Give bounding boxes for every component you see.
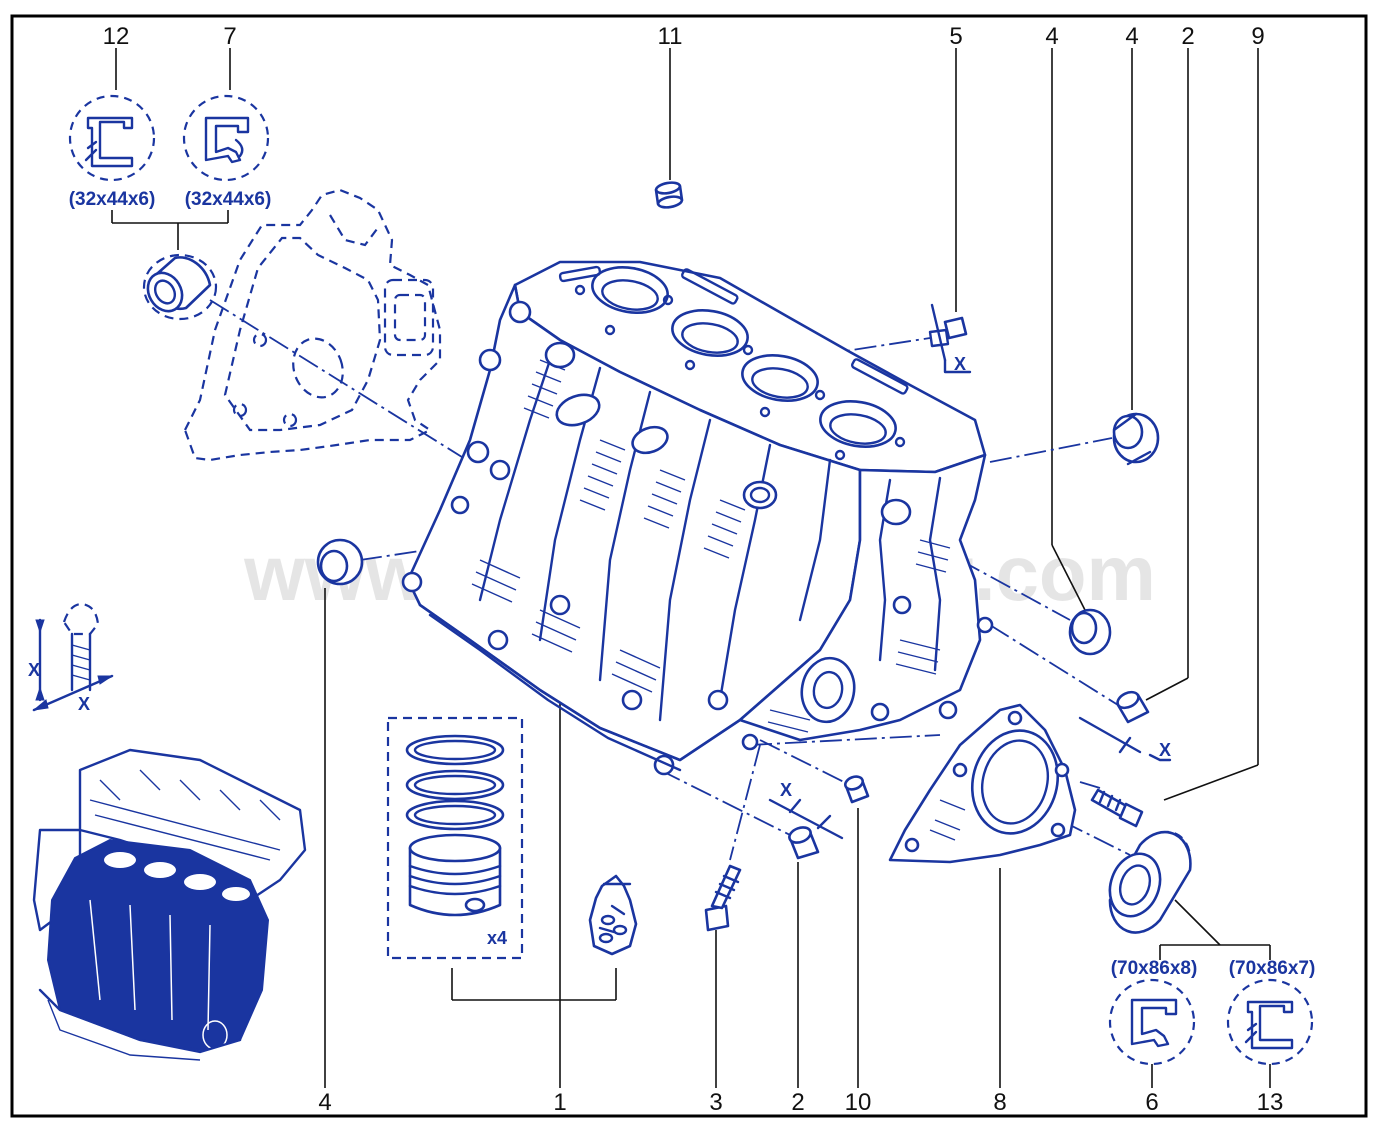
engine-location-thumbnail	[32, 748, 307, 1061]
rear-seal-size-a: (70x86x8)	[1111, 958, 1198, 979]
piston-quantity: x4	[487, 928, 507, 948]
tightening-dimension-icon: X X	[28, 602, 114, 714]
rear-seal-size-b: (70x86x7)	[1229, 958, 1316, 979]
cup-plug-right-mid	[1068, 608, 1112, 656]
front-oil-seal	[142, 253, 218, 321]
oil-gallery-plug: X	[928, 303, 972, 374]
seal-profile-icon-7	[182, 94, 270, 182]
timing-cover-outline	[183, 188, 442, 462]
piston-and-rings-set: x4	[386, 716, 524, 960]
callout-1-bottom: 1	[553, 1089, 566, 1116]
seal-profile-icon-6	[1108, 978, 1196, 1066]
dowel-pin-bottom: X	[768, 780, 844, 860]
core-plug-top	[654, 181, 684, 209]
torque-x-vertical: X	[28, 660, 40, 680]
callout-4-top-a: 4	[1045, 23, 1058, 50]
callout-4-bottom: 4	[318, 1089, 331, 1116]
callout-7-top: 7	[223, 23, 236, 50]
diagram-frame	[10, 14, 1368, 1118]
leader-lines	[111, 48, 1271, 1088]
block-bolt	[704, 864, 742, 932]
callout-10-bottom: 10	[845, 1089, 872, 1116]
front-seal-size-b: (32x44x6)	[185, 189, 272, 210]
callout-6-bottom: 6	[1145, 1089, 1158, 1116]
cup-plug-left	[316, 538, 364, 586]
dowel-right-x-mark: X	[1159, 740, 1171, 760]
callout-4-top-b: 4	[1125, 23, 1138, 50]
dowel-bottom-x-mark: X	[780, 780, 792, 800]
callout-2-bottom: 2	[791, 1089, 804, 1116]
callout-3-bottom: 3	[709, 1089, 722, 1116]
front-seal-size-a: (32x44x6)	[69, 189, 156, 210]
callout-13-bottom: 13	[1257, 1089, 1284, 1116]
seal-profile-icon-13	[1226, 978, 1314, 1066]
callout-8-bottom: 8	[993, 1089, 1006, 1116]
hardware-bag	[588, 874, 638, 956]
rear-seal-housing	[888, 703, 1077, 864]
callout-2-top: 2	[1181, 23, 1194, 50]
callout-12-top: 12	[103, 23, 130, 50]
plug-x-mark: X	[954, 354, 966, 374]
cylinder-block	[401, 260, 994, 776]
callout-numbers: 12 7 11 5 4 4 2 9 4 1 3 2 10 8 6 13	[103, 23, 1284, 1116]
callout-9-top: 9	[1251, 23, 1264, 50]
seal-housing-bolt	[1090, 788, 1144, 828]
torque-x-horizontal: X	[78, 694, 90, 714]
dowel-pin-right: X	[1078, 690, 1172, 762]
cup-plug-right-top	[1112, 412, 1160, 466]
callout-11-top: 11	[658, 23, 683, 50]
rear-oil-seal	[1108, 830, 1192, 934]
centering-sleeve	[843, 775, 870, 804]
seal-profile-icon-12	[68, 94, 156, 182]
callout-5-top: 5	[949, 23, 962, 50]
